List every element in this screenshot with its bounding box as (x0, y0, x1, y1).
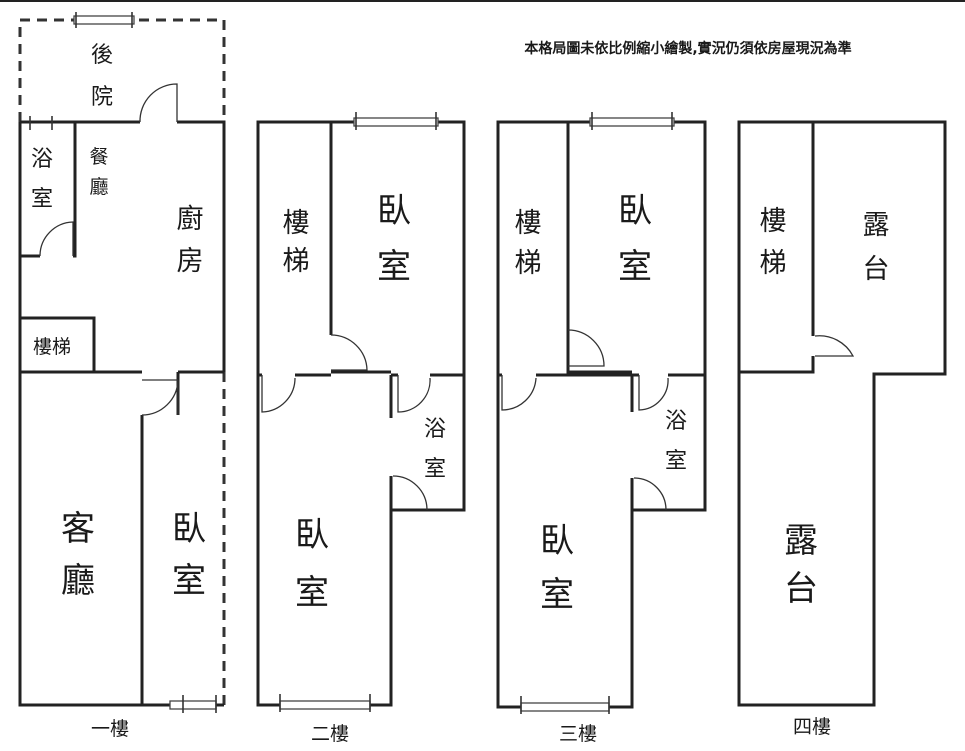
floor-4-plan (737, 120, 947, 707)
kitchen-label-1: 廚 (177, 204, 204, 235)
floor-2-plan (256, 112, 466, 712)
floor-2-front-window (279, 700, 371, 710)
bedroom-3-front-label-2: 室 (540, 575, 574, 615)
backyard-door (139, 83, 178, 123)
bath-3-door-bottom (633, 477, 667, 511)
bedroom-2-back-label-1: 臥 (377, 191, 411, 231)
dining-label-2: 廳 (89, 176, 108, 198)
bedroom-2-front-door (261, 375, 296, 413)
floor-3-label: 三樓 (559, 723, 597, 745)
bath-wall (20, 122, 77, 258)
disclaimer-note: 本格局圖未依比例縮小繪製,實況仍須依房屋現況為準 (524, 40, 851, 57)
floor-1-plan (18, 12, 226, 713)
bath-2-door-top (397, 375, 431, 413)
floor-3-back-window (589, 117, 675, 127)
dining-label-1: 餐 (89, 146, 108, 168)
backyard-label-1: 後 (91, 43, 113, 68)
floor-1-outer-wall (18, 122, 142, 707)
stairs-1-label: 樓梯 (33, 336, 71, 358)
stairs-box-1 (18, 316, 96, 374)
bedroom-3-back-label-1: 臥 (618, 191, 652, 231)
bath-1-label-2: 室 (31, 187, 53, 212)
bedroom-3-back-label-2: 室 (618, 247, 652, 287)
floor-2-label: 二樓 (311, 723, 349, 745)
terrace-4-front-label-1: 露 (784, 521, 818, 561)
kitchen-label-2: 房 (177, 246, 204, 277)
floor-4-label: 四樓 (793, 716, 831, 738)
floor-1-back-wall (20, 120, 226, 372)
bedroom-3-back-door (567, 329, 605, 367)
bath-3-label-2: 室 (665, 449, 687, 474)
backyard-window (73, 15, 135, 25)
bath-3-label-1: 浴 (665, 409, 687, 434)
floor-3-front-window (520, 702, 610, 712)
front-door-1 (169, 700, 217, 710)
bath-3-door-top (638, 375, 669, 411)
floor-4-outer-wall (737, 120, 947, 707)
floor-3-mid-wall (498, 330, 705, 377)
bedroom-3-front-label-1: 臥 (540, 521, 574, 561)
bedroom-2-back-label-2: 室 (377, 247, 411, 287)
floor-2-back-window (353, 117, 439, 127)
stairs-4-bottom-wall (739, 356, 815, 374)
bedroom-2-back-door (330, 334, 368, 371)
bath-door-1 (39, 221, 74, 257)
living-label-2: 廳 (61, 561, 95, 601)
bedroom-1-label-2: 室 (172, 561, 206, 601)
terrace-4-back-label-2: 台 (863, 254, 890, 285)
backyard-outline (18, 18, 226, 122)
stairs-3-label-2: 梯 (515, 248, 542, 279)
floor-3-plan (496, 112, 707, 714)
stairs-2-label-1: 樓 (283, 208, 310, 239)
terrace-4-front-label-2: 台 (784, 569, 818, 609)
bedroom-2-front-label-2: 室 (295, 573, 329, 613)
bedroom-2-front-label-1: 臥 (295, 515, 329, 555)
living-label-1: 客 (61, 509, 95, 549)
bath-2-label-2: 室 (424, 457, 446, 482)
terrace-4-back-label-1: 露 (863, 210, 890, 241)
floor-2-mid-wall (258, 370, 464, 377)
stairs-4-label-1: 樓 (760, 206, 787, 237)
stairs-4-label-2: 梯 (760, 248, 787, 279)
stairs-2-label-2: 梯 (283, 246, 310, 277)
stairs-3-label-1: 樓 (515, 208, 542, 239)
terrace-4-door (814, 335, 855, 357)
floor-1-label: 一樓 (91, 718, 129, 740)
bath-2-label-1: 浴 (424, 417, 446, 442)
bedroom-3-front-door (501, 375, 537, 411)
backyard-label-2: 院 (91, 85, 113, 110)
bath-2-door-bottom (392, 475, 428, 511)
bath-1-label-1: 浴 (31, 147, 53, 172)
bedroom-1-label-1: 臥 (172, 509, 206, 549)
bedroom-1-door (141, 379, 179, 416)
